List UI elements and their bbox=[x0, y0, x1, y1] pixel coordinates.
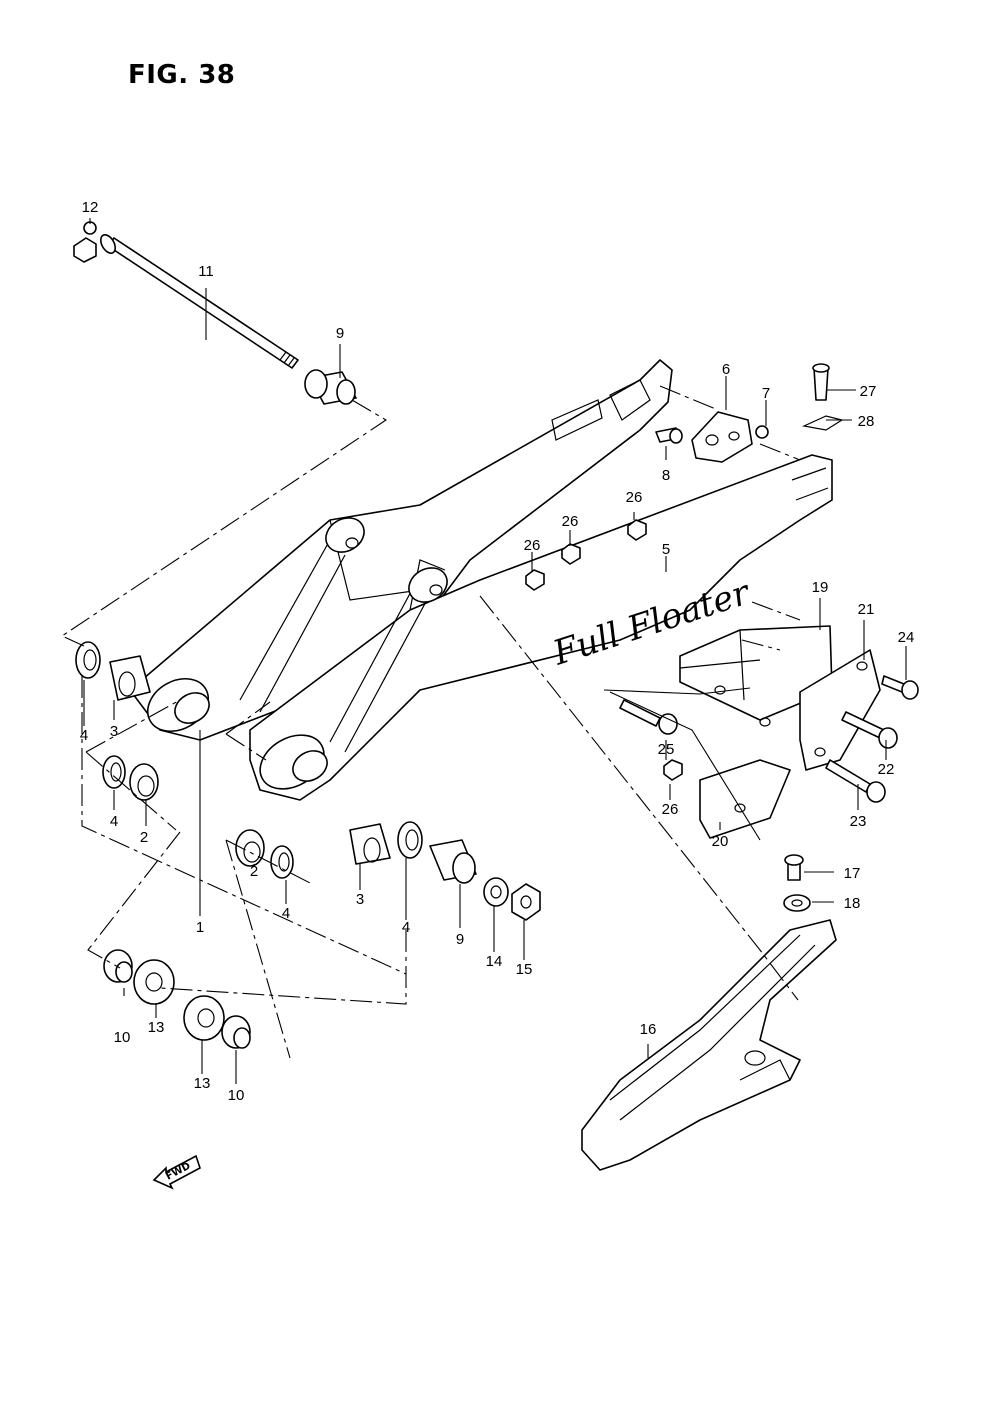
bolt-7 bbox=[755, 425, 769, 439]
callout-4-c: 4 bbox=[282, 905, 290, 922]
callout-2-a: 2 bbox=[140, 829, 148, 846]
callout-17: 17 bbox=[844, 865, 861, 882]
chain-case-16 bbox=[581, 919, 837, 1171]
washer-18 bbox=[783, 894, 811, 912]
bearing-3-a bbox=[109, 655, 151, 701]
callout-3-b: 3 bbox=[356, 891, 364, 908]
pivot-shaft bbox=[99, 234, 299, 369]
fwd-arrow-icon: FWD bbox=[152, 1154, 201, 1190]
callout-25: 25 bbox=[658, 741, 675, 758]
seal-4-c bbox=[270, 845, 294, 879]
bearing-3-b bbox=[349, 823, 391, 865]
nut-26-d bbox=[663, 759, 683, 781]
swing-arm: Full Floater bbox=[129, 359, 833, 801]
callout-27: 27 bbox=[860, 383, 877, 400]
callout-11: 11 bbox=[198, 263, 214, 280]
seal-4-d bbox=[397, 821, 423, 859]
assembly-lines bbox=[60, 385, 801, 1059]
callout-20: 20 bbox=[712, 833, 729, 850]
callout-22: 22 bbox=[878, 761, 895, 778]
callout-15: 15 bbox=[516, 961, 533, 978]
callout-23: 23 bbox=[850, 813, 867, 830]
callout-8: 8 bbox=[662, 467, 670, 484]
callout-4-d: 4 bbox=[402, 919, 410, 936]
bolt-22 bbox=[841, 711, 898, 749]
callout-24: 24 bbox=[898, 629, 915, 646]
bolt-24 bbox=[881, 675, 919, 700]
callout-13-b: 13 bbox=[194, 1075, 211, 1092]
callout-18: 18 bbox=[844, 895, 861, 912]
callout-13-a: 13 bbox=[148, 1019, 165, 1036]
guide-plate-21 bbox=[799, 649, 881, 771]
callout-26-a: 26 bbox=[626, 489, 643, 506]
chain-adjuster-6 bbox=[691, 411, 753, 463]
callout-19: 19 bbox=[812, 579, 829, 596]
callout-3-a: 3 bbox=[110, 723, 118, 740]
figure-title: FIG. 38 bbox=[128, 60, 236, 90]
nut-15 bbox=[511, 883, 541, 921]
nut-26-c bbox=[525, 569, 545, 591]
callout-7: 7 bbox=[762, 385, 770, 402]
washer-13-b bbox=[183, 995, 225, 1041]
bolt-8 bbox=[655, 427, 683, 444]
callout-26-b: 26 bbox=[562, 513, 579, 530]
leader-lines bbox=[83, 218, 907, 1084]
callout-labels: 1 2 2 3 3 4 4 4 4 5 6 7 8 9 9 10 10 11 1… bbox=[80, 199, 915, 1104]
callout-4-b: 4 bbox=[110, 813, 118, 830]
seal-4-b bbox=[102, 755, 126, 789]
callout-10-b: 10 bbox=[228, 1087, 245, 1104]
bushing-9-top bbox=[304, 369, 357, 405]
pivot-nut bbox=[73, 221, 97, 263]
washer-13-a bbox=[133, 959, 175, 1005]
callout-4-a: 4 bbox=[80, 727, 88, 744]
collar-2-a bbox=[129, 763, 159, 801]
callout-26-d: 26 bbox=[662, 801, 679, 818]
pin-27 bbox=[812, 363, 830, 401]
callout-5: 5 bbox=[662, 541, 670, 558]
callout-1: 1 bbox=[196, 919, 204, 936]
callout-12: 12 bbox=[82, 199, 99, 216]
clip-28 bbox=[802, 415, 844, 431]
callout-6: 6 bbox=[722, 361, 730, 378]
callout-28: 28 bbox=[858, 413, 875, 430]
bolt-25 bbox=[619, 699, 678, 735]
slider-20 bbox=[699, 759, 791, 839]
callout-9-b: 9 bbox=[456, 931, 464, 948]
callout-26-c: 26 bbox=[524, 537, 541, 554]
nut-26-a bbox=[627, 519, 647, 541]
callout-14: 14 bbox=[486, 953, 503, 970]
bolt-17 bbox=[784, 854, 804, 881]
seal-4-a bbox=[75, 641, 101, 679]
collar-10-a bbox=[103, 949, 133, 983]
washer-14 bbox=[483, 877, 509, 907]
bushing-9-bottom bbox=[429, 839, 477, 884]
callout-2-b: 2 bbox=[250, 863, 258, 880]
collar-10-b bbox=[221, 1015, 251, 1049]
bolt-23 bbox=[825, 759, 886, 803]
callout-21: 21 bbox=[858, 601, 875, 618]
collar-2-b bbox=[235, 829, 265, 867]
callout-16: 16 bbox=[640, 1021, 657, 1038]
callout-9-a: 9 bbox=[336, 325, 344, 342]
callout-10-a: 10 bbox=[114, 1029, 131, 1046]
